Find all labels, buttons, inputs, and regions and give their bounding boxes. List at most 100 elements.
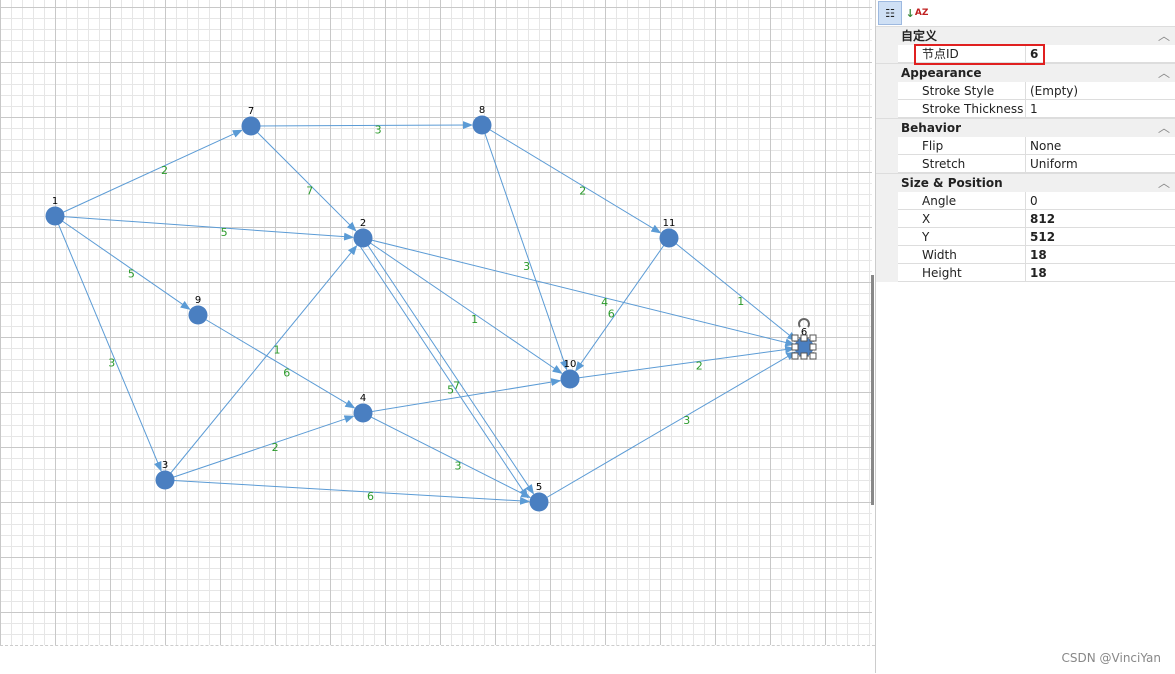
property-name: 节点ID	[898, 45, 1026, 63]
node-6[interactable]	[794, 337, 814, 357]
edge-2-5[interactable]	[356, 241, 529, 499]
node-label: 5	[536, 482, 542, 493]
vertical-scrollbar[interactable]	[871, 275, 874, 505]
property-name: Y	[898, 228, 1026, 246]
edge-weight-label: 6	[367, 490, 374, 503]
property-value[interactable]: 0	[1026, 192, 1175, 210]
edge-weight-label: 4	[601, 296, 608, 309]
node-9[interactable]	[188, 305, 208, 325]
edge-2-6[interactable]	[362, 237, 796, 347]
edge-3-5[interactable]	[164, 479, 531, 505]
category-header[interactable]: Size & Position︿	[876, 173, 1175, 192]
edge-2-5[interactable]	[362, 237, 535, 495]
node-8[interactable]	[472, 115, 492, 135]
property-value[interactable]: 512	[1026, 228, 1175, 246]
edge-11-10[interactable]	[575, 237, 670, 372]
resize-handle[interactable]	[800, 334, 808, 342]
resize-handle[interactable]	[791, 334, 799, 342]
edge-weight-label: 5	[221, 226, 228, 239]
property-name: Stretch	[898, 155, 1026, 173]
property-value[interactable]: 18	[1026, 246, 1175, 264]
property-value[interactable]: 6	[1026, 45, 1175, 63]
diagram-canvas[interactable]	[0, 0, 872, 645]
property-value[interactable]: 1	[1026, 100, 1175, 118]
property-value[interactable]: Uniform	[1026, 155, 1175, 173]
edge-3-2[interactable]	[164, 244, 358, 481]
edge-2-10[interactable]	[362, 237, 563, 374]
edge-4-10[interactable]	[362, 378, 562, 414]
node-5[interactable]	[529, 492, 549, 512]
edge-weight-label: 5	[128, 268, 135, 281]
property-value[interactable]: None	[1026, 137, 1175, 155]
category-header[interactable]: Behavior ︿	[876, 118, 1175, 137]
edge-1-3[interactable]	[54, 215, 162, 472]
edge-weight-label: 7	[306, 184, 313, 197]
resize-handle[interactable]	[791, 343, 799, 351]
node-label: 2	[360, 218, 366, 229]
category-title: Behavior	[901, 121, 962, 135]
category-header[interactable]: Appearance︿	[876, 63, 1175, 82]
edge-weight-label: 3	[454, 460, 461, 473]
edge-4-5[interactable]	[362, 412, 531, 498]
property-name: Stroke Thickness	[898, 100, 1026, 118]
collapse-chevron-icon[interactable]: ︿	[1157, 66, 1170, 80]
edge-11-6[interactable]	[668, 237, 797, 342]
property-value[interactable]: (Empty)	[1026, 82, 1175, 100]
edge-weight-label: 7	[453, 379, 460, 392]
categorized-icon[interactable]: ☷	[878, 1, 902, 25]
edge-9-4[interactable]	[197, 314, 356, 409]
edge-7-2[interactable]	[250, 125, 357, 232]
rotate-handle-icon[interactable]	[798, 318, 810, 328]
property-name: Stroke Style	[898, 82, 1026, 100]
property-value[interactable]: 18	[1026, 264, 1175, 282]
collapse-chevron-icon[interactable]: ︿	[1157, 176, 1170, 190]
edge-1-2[interactable]	[54, 215, 355, 241]
property-toolbar: ☷ ↓AZ	[876, 0, 1175, 26]
collapse-chevron-icon[interactable]: ︿	[1157, 121, 1170, 135]
edge-1-7[interactable]	[54, 129, 243, 217]
edge-weight-label: 3	[108, 357, 115, 370]
node-label: 9	[195, 295, 201, 306]
edge-5-6[interactable]	[538, 351, 797, 503]
edge-8-10[interactable]	[481, 124, 568, 371]
resize-handle[interactable]	[809, 334, 817, 342]
resize-handle[interactable]	[809, 352, 817, 360]
edge-weight-label: 5	[447, 383, 454, 396]
edge-8-11[interactable]	[481, 124, 662, 234]
edge-3-4[interactable]	[164, 415, 355, 481]
resize-handle[interactable]	[809, 343, 817, 351]
resize-handle[interactable]	[791, 352, 799, 360]
node-2[interactable]	[353, 228, 373, 248]
canvas-footer	[0, 645, 875, 674]
node-label: 6	[801, 327, 807, 338]
edge-10-6[interactable]	[569, 345, 796, 380]
edge-weight-label: 6	[608, 307, 615, 320]
property-value[interactable]: 812	[1026, 210, 1175, 228]
node-11[interactable]	[659, 228, 679, 248]
category-title: 自定义	[901, 29, 938, 43]
edge-7-8[interactable]	[250, 121, 474, 130]
node-4[interactable]	[353, 403, 373, 423]
node-10[interactable]	[560, 369, 580, 389]
edge-1-9[interactable]	[54, 215, 191, 310]
node-1[interactable]	[45, 206, 65, 226]
sort-az-icon[interactable]: ↓AZ	[905, 6, 929, 20]
collapse-chevron-icon[interactable]: ︿	[1157, 29, 1170, 43]
node-3[interactable]	[155, 470, 175, 490]
node-label: 7	[248, 106, 254, 117]
property-row[interactable]: Stroke Style(Empty)	[876, 82, 1175, 100]
category-header[interactable]: 自定义 ︿	[876, 26, 1175, 45]
resize-handle[interactable]	[800, 352, 808, 360]
node-7[interactable]	[241, 116, 261, 136]
node-label: 8	[479, 105, 485, 116]
